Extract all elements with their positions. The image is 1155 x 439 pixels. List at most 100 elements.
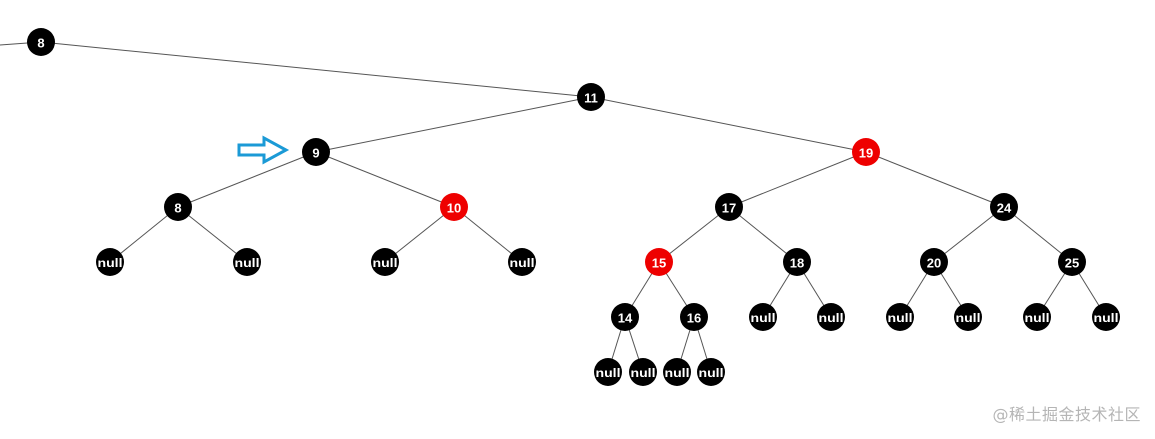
black-node: 11 <box>577 83 605 111</box>
node-label: 17 <box>722 201 736 216</box>
null-leaf-node: null <box>954 303 982 331</box>
node-circle <box>817 303 845 331</box>
node-label: 11 <box>584 91 598 106</box>
node-label: 16 <box>687 311 701 326</box>
node-circle <box>680 303 708 331</box>
node-label: 9 <box>312 146 319 161</box>
tree-edge <box>315 151 455 208</box>
tree-edge <box>590 96 867 153</box>
node-circle <box>990 193 1018 221</box>
node-label: null <box>510 256 535 270</box>
node-circle <box>371 248 399 276</box>
tree-edge <box>453 206 523 263</box>
black-node: 14 <box>611 303 639 331</box>
black-node: 17 <box>715 193 743 221</box>
node-circle <box>954 303 982 331</box>
node-label: 10 <box>447 201 461 216</box>
black-node: 16 <box>680 303 708 331</box>
node-circle <box>715 193 743 221</box>
black-node: 20 <box>920 248 948 276</box>
null-leaf-node: null <box>594 358 622 386</box>
node-circle <box>1092 303 1120 331</box>
node-label: null <box>1094 311 1119 325</box>
black-node: 18 <box>783 248 811 276</box>
null-leaf-node: null <box>233 248 261 276</box>
node-circle <box>96 248 124 276</box>
null-leaf-node: null <box>96 248 124 276</box>
node-circle <box>594 358 622 386</box>
node-label: null <box>596 366 621 380</box>
tree-edge <box>728 206 798 263</box>
tree-edge <box>1003 206 1073 263</box>
null-leaf-node: null <box>697 358 725 386</box>
node-circle <box>233 248 261 276</box>
node-circle <box>783 248 811 276</box>
node-label: null <box>819 311 844 325</box>
tree-edge <box>315 96 592 153</box>
node-label: 24 <box>997 201 1012 216</box>
node-label: null <box>373 256 398 270</box>
node-circle <box>1058 248 1086 276</box>
tree-edge <box>728 151 867 208</box>
tree-edge <box>40 41 592 98</box>
tree-edge <box>109 206 179 263</box>
node-circle <box>749 303 777 331</box>
black-node: 24 <box>990 193 1018 221</box>
node-label: null <box>98 256 123 270</box>
node-circle <box>852 138 880 166</box>
node-circle <box>611 303 639 331</box>
node-circle <box>164 193 192 221</box>
pointer-arrow-layer <box>237 135 290 165</box>
null-leaf-node: null <box>1092 303 1120 331</box>
tree-edge <box>177 206 248 263</box>
node-label: null <box>751 311 776 325</box>
tree-edge <box>177 151 317 208</box>
null-leaf-node: null <box>817 303 845 331</box>
node-circle <box>663 358 691 386</box>
tree-edge <box>658 206 730 263</box>
node-circle <box>302 138 330 166</box>
node-label: 20 <box>927 256 941 271</box>
red-node: 10 <box>440 193 468 221</box>
node-circle <box>440 193 468 221</box>
node-label: 15 <box>652 256 666 271</box>
node-label: 18 <box>790 256 804 271</box>
node-label: null <box>888 311 913 325</box>
node-label: 14 <box>618 311 633 326</box>
tree-edge <box>865 151 1005 208</box>
node-circle <box>577 83 605 111</box>
null-leaf-node: null <box>371 248 399 276</box>
node-label: null <box>1025 311 1050 325</box>
tree-edge <box>384 206 455 263</box>
node-circle <box>886 303 914 331</box>
node-label: null <box>631 366 656 380</box>
node-circle <box>27 28 55 56</box>
node-label: 8 <box>37 36 44 51</box>
node-label: null <box>235 256 260 270</box>
null-leaf-node: null <box>1023 303 1051 331</box>
black-node: 25 <box>1058 248 1086 276</box>
null-leaf-node: null <box>663 358 691 386</box>
node-circle <box>629 358 657 386</box>
node-circle <box>508 248 536 276</box>
null-leaf-node: null <box>508 248 536 276</box>
black-node: 9 <box>302 138 330 166</box>
node-circle <box>920 248 948 276</box>
tree-edge <box>933 206 1005 263</box>
null-leaf-node: null <box>749 303 777 331</box>
node-circle <box>645 248 673 276</box>
node-label: 25 <box>1065 256 1079 271</box>
null-leaf-node: null <box>629 358 657 386</box>
node-label: 8 <box>174 201 181 216</box>
black-node: 8 <box>164 193 192 221</box>
node-label: 19 <box>859 146 873 161</box>
red-node: 15 <box>645 248 673 276</box>
node-label: null <box>699 366 724 380</box>
null-leaf-node: null <box>886 303 914 331</box>
red-node: 19 <box>852 138 880 166</box>
node-label: null <box>956 311 981 325</box>
watermark: @稀土掘金技术社区 <box>992 405 1141 424</box>
pointer-arrow-icon <box>237 135 290 165</box>
